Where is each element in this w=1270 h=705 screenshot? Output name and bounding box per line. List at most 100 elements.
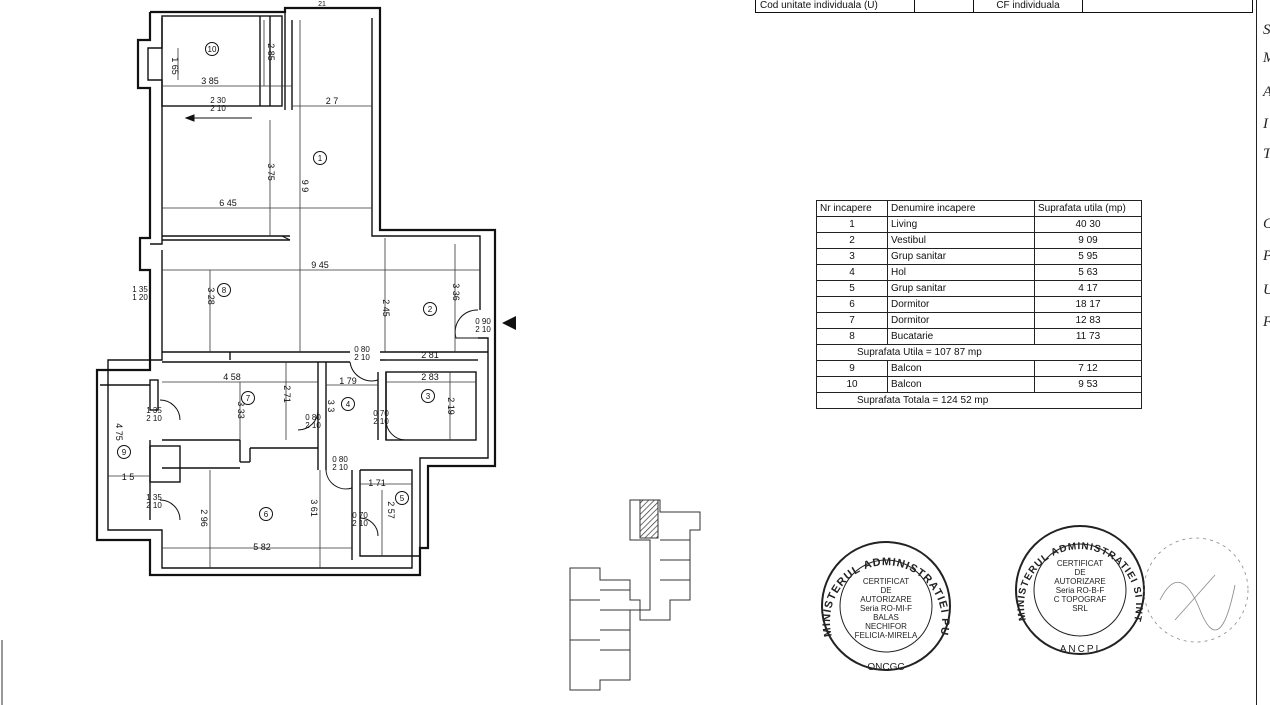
door-height: 2 10 [373,417,389,426]
door-height: 2 10 [146,501,162,510]
door-height: 2 10 [146,414,162,423]
stamp2-ring-text: MINISTERUL ADMINISTRATIEI SI INTERNELOR [0,0,1143,623]
stamp1-line: CERTIFICAT [863,577,909,586]
stamp1-line: AUTORIZARE [860,595,911,604]
door-width: 0 70 [373,409,389,418]
dimension-value: 21 [318,1,326,8]
stamp2-line: C TOPOGRAF [1054,595,1107,604]
dimension-values: 3 85 1 6 5 2 85 2 7 3 75 9 9 6 45 9 45 3 … [114,1,461,552]
room-number: 9 [122,448,127,457]
door-height: 2 10 [210,104,226,113]
door-width: 0 80 [305,413,321,422]
door-width: 1 35 [146,406,162,415]
stamp1-bottom-text: ONCGC [867,662,904,673]
dimension-value: 4 75 [114,423,124,441]
door-width: 0 90 [475,317,491,326]
dimension-value: 6 45 [219,198,237,208]
dimension-value: 2 45 [381,299,391,317]
door-width: 0 80 [332,455,348,464]
dimension-value: 2 81 [421,350,439,360]
dimension-value: 3 61 [309,499,319,517]
margin-letter: P [1263,248,1270,265]
room-number: 2 [428,305,433,314]
balcony-arrow [184,114,252,122]
dimension-value: 1 5 [122,472,135,482]
margin-letter: F [1263,314,1270,331]
door-labels: 2 30 2 10 0 90 2 10 0 80 2 10 0 80 2 1 0 … [146,96,491,528]
dimension-value: 2 19 [446,397,456,415]
signature-mark [1143,537,1249,643]
total-row: Suprafata Totala = 124 52 mp [816,392,1142,409]
dimension-value: 9 9 [300,180,310,193]
stamp2-line: Seria RO-B-F [1056,586,1105,595]
stamp2-line: CERTIFICAT [1057,559,1103,568]
margin-letter: S [1263,22,1270,38]
dimension-value: 1 20 [132,293,148,302]
dimension-value: 3 33 [236,401,246,419]
room-number: 8 [222,286,227,295]
stamp2-line: SRL [1072,604,1088,613]
door-swings [159,235,479,537]
entrance-marker [502,316,516,330]
room-number: 4 [346,400,351,409]
cf-individuala-value [1082,0,1253,13]
dimension-value: 2 71 [282,385,292,403]
margin-letter: U [1263,282,1270,299]
door-width: 1 35 [146,493,162,502]
stamp2-line: AUTORIZARE [1054,577,1105,586]
stamp-oncgc: MINISTERUL ADMINISTRATIEI PUBLICE ONCGC … [0,0,951,673]
dimension-value: 3 75 [266,163,276,181]
margin-letter: A [1263,84,1270,101]
dimension-value: 2 7 [326,96,339,106]
door-height: 2 10 [332,463,348,472]
room-area-table: Nr incapere Denumire incapere Suprafata … [816,200,1142,409]
dimension-value: 2 85 [266,43,276,61]
stamp1-line: DE [880,586,891,595]
stamp1-line: Seria RO-MI-F [860,604,912,613]
dimension-value: 1 79 [339,376,357,386]
margin-letter: I [1263,116,1268,132]
stamp2-line: DE [1074,568,1085,577]
dimension-value: 1 71 [368,478,386,488]
room-number: 6 [264,510,269,519]
door-height: 2 10 [352,519,368,528]
dimension-value: 9 45 [311,260,329,270]
svg-text:MINISTERUL ADMINISTRATIEI SI I: MINISTERUL ADMINISTRATIEI SI INTERNELOR [0,0,1143,623]
door-height: 2 10 [354,353,370,362]
stamp1-line: BALAS [873,613,899,622]
room-number: 1 [318,154,323,163]
door-height: 2 10 [305,421,321,430]
stamp2-bottom-text: ANCPI [1060,644,1101,655]
room-number-labels: 10 1 2 3 4 5 6 7 8 9 [122,45,433,519]
stamp1-line: FELICIA-MIRELA [855,631,918,640]
dimension-value: 4 58 [223,372,241,382]
outer-walls [95,6,497,577]
margin-letter: C [1263,216,1270,233]
dimension-value: 3 28 [206,287,216,305]
door-width: 2 30 [210,96,226,105]
dimension-value: 1 35 [132,285,148,294]
inner-walls [100,12,488,560]
room-number: 3 [426,392,431,401]
door-height: 2 10 [475,325,491,334]
dimension-value: 2 57 [386,501,396,519]
stamp-ancpi: MINISTERUL ADMINISTRATIEI SI INTERNELOR … [0,0,1145,655]
room-number-circles [117,42,437,521]
margin-letter: M [1263,50,1270,67]
dimension-value: 2 83 [421,372,439,382]
site-location-plan [569,499,701,691]
room-number: 5 [400,494,405,503]
dimension-value: 2 96 [199,509,209,527]
margin-line [1256,0,1257,705]
dimension-lines [108,20,480,568]
dimension-value: 3 85 [201,76,219,86]
